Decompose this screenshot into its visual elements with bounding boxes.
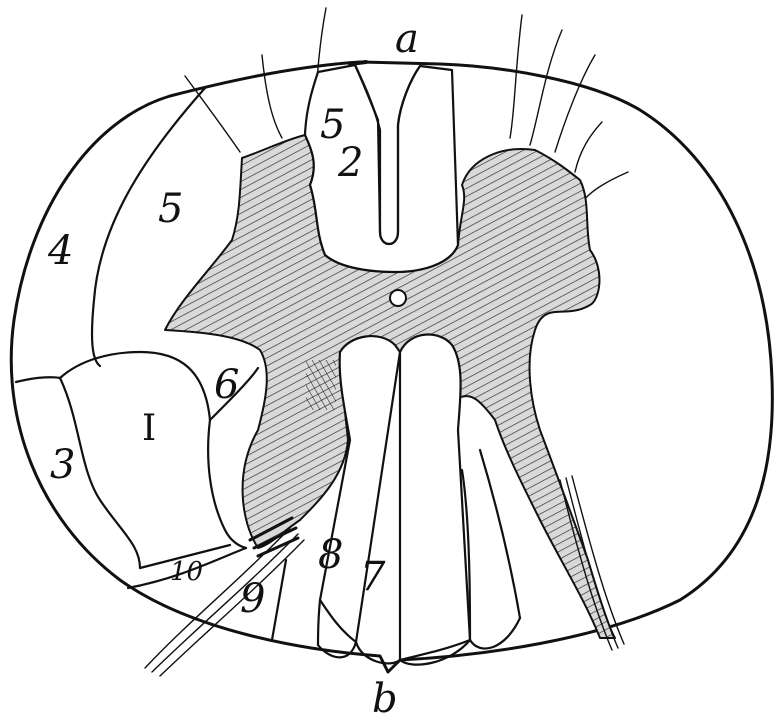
label-region-6: 6 <box>214 362 239 408</box>
fissure-top-mark <box>350 62 366 64</box>
label-region-7: 7 <box>360 554 386 600</box>
central-canal <box>390 290 406 306</box>
label-a: a <box>395 16 419 62</box>
label-region-5-upper: 5 <box>320 102 345 148</box>
label-region-4: 4 <box>47 228 73 274</box>
label-region-5-left: 5 <box>158 186 183 232</box>
cross-hatch-spot <box>306 360 336 410</box>
label-region-1: I <box>142 408 156 449</box>
label-region-10: 10 <box>170 557 203 587</box>
posterior-column-right <box>400 335 470 660</box>
label-region-3: 3 <box>50 442 75 488</box>
label-region-8: 8 <box>318 532 343 578</box>
label-b: b <box>372 676 398 718</box>
label-region-9: 9 <box>240 576 265 622</box>
